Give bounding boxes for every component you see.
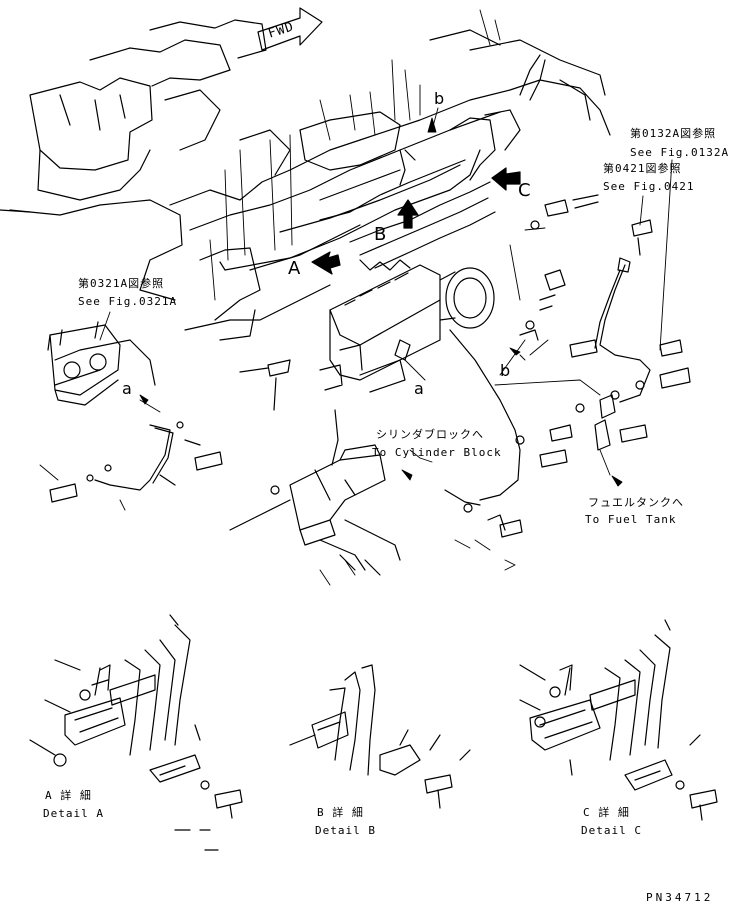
callout-a: A [288, 258, 301, 279]
detail-b-drawing [290, 665, 470, 808]
to-fuel-tank-jp: フュエルタンクへ [588, 496, 684, 509]
leader-arrows [140, 118, 622, 486]
fwd-arrow [258, 8, 322, 50]
ref-0421-jp: 第0421図参照 [603, 162, 682, 175]
leader-lines [40, 10, 672, 585]
detail-b-title-en: Detail B [315, 824, 376, 837]
label-a-left: a [122, 379, 132, 398]
label-b-lower: b [500, 361, 511, 380]
detail-b-title-jp: B 詳 細 [317, 806, 364, 819]
callout-arrows [312, 168, 520, 274]
to-cylinder-block-en: To Cylinder Block [372, 446, 502, 459]
ref-0132a-en: See Fig.0132A [630, 146, 730, 159]
callout-c: C [518, 180, 531, 201]
fuel-line-bundle [220, 55, 545, 270]
left-bracket [48, 322, 120, 405]
injection-pump [320, 260, 494, 392]
detail-a-title-jp: A 詳 細 [45, 789, 92, 802]
ref-0321a-en: See Fig.0321A [78, 295, 178, 308]
to-cylinder-block-jp: シリンダブロックへ [376, 428, 484, 441]
right-fuel-tubes [55, 258, 650, 530]
engine-block [0, 20, 610, 340]
label-b-upper: b [434, 89, 445, 108]
ref-0321a-jp: 第0321A図参照 [78, 277, 165, 290]
pump-bracket [230, 410, 400, 570]
detail-c-drawing [520, 620, 717, 820]
callout-b: B [374, 224, 387, 245]
detail-a-title-en: Detail A [43, 807, 104, 820]
to-fuel-tank-en: To Fuel Tank [585, 513, 677, 526]
detail-a-drawing [30, 615, 242, 850]
label-a-center: a [414, 379, 424, 398]
ref-0421-en: See Fig.0421 [603, 180, 695, 193]
center-bolts [50, 195, 690, 575]
ref-0132a-jp: 第0132A図参照 [630, 127, 717, 140]
part-number: PN34712 [646, 891, 714, 904]
detail-c-title-jp: C 詳 細 [583, 806, 630, 819]
detail-c-title-en: Detail C [581, 824, 642, 837]
